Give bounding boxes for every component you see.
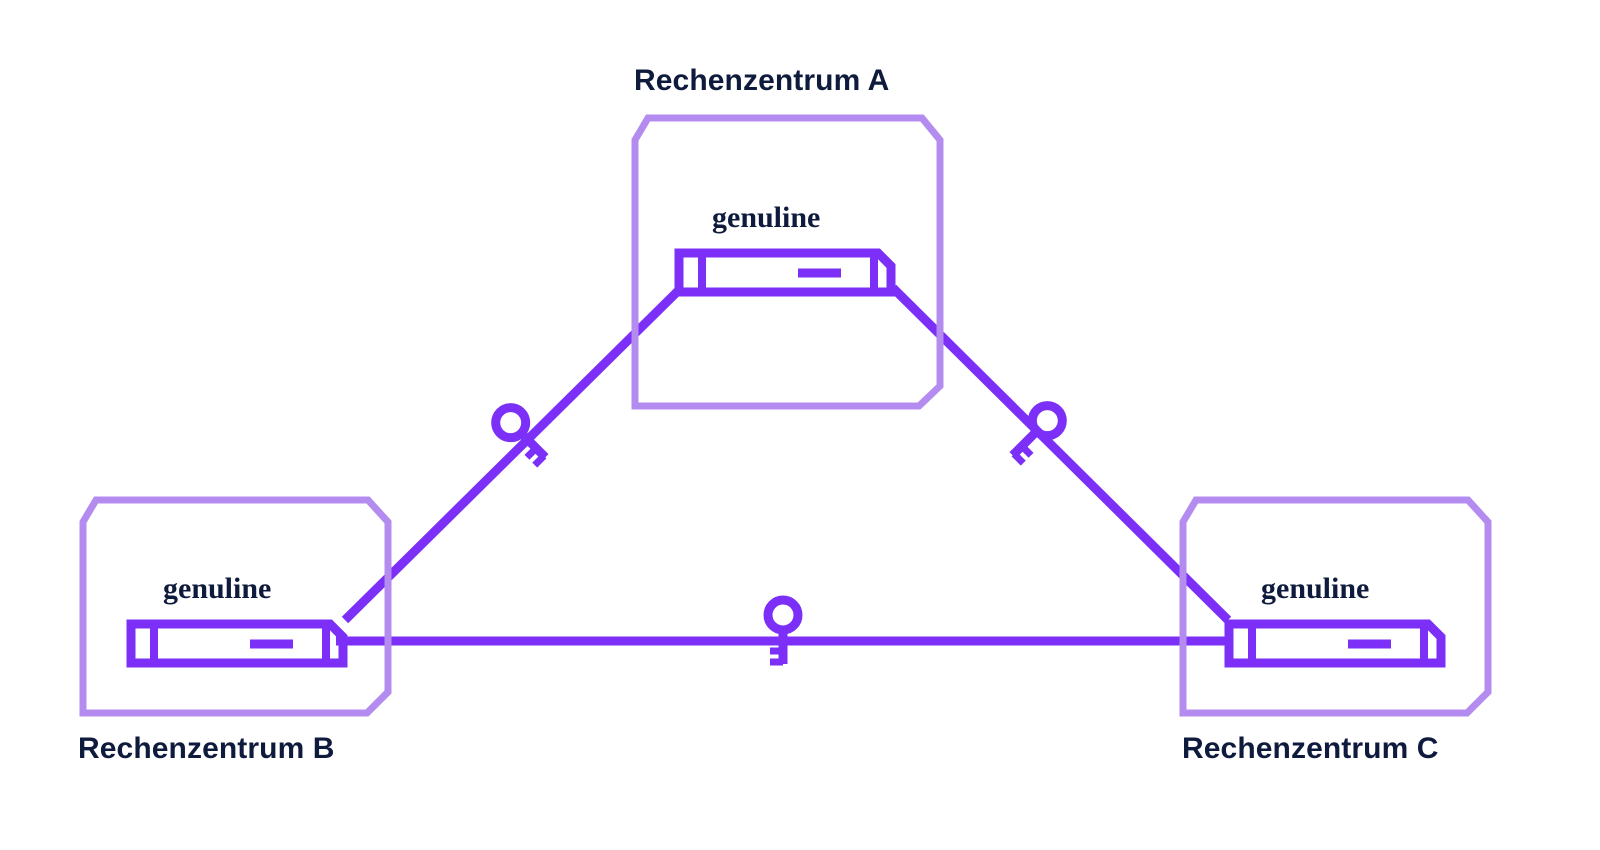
key-shaft-a-b [518, 430, 549, 461]
site-box-c[interactable] [1179, 496, 1492, 717]
key-tooth-1-a-b [524, 445, 539, 460]
appliance-body-c [1224, 619, 1446, 668]
network-appliance-icon-a[interactable] [674, 248, 896, 297]
key-tooth-2-a-b [532, 453, 547, 468]
site-box-b-outline [79, 496, 392, 717]
site-box-a[interactable] [631, 114, 944, 410]
appliance-body-b [126, 619, 348, 668]
key-bow-b-c [763, 595, 803, 635]
key-bow-a-c [1027, 401, 1067, 441]
network-appliance-icon-b[interactable] [126, 619, 348, 668]
link-line-a-b [341, 284, 685, 624]
key-icon-link-b-c[interactable] [763, 595, 803, 666]
site-box-b[interactable] [79, 496, 392, 717]
site-title-a: Rechenzentrum A [634, 64, 890, 97]
key-tooth-1-a-c [1019, 443, 1034, 458]
site-box-a-outline [631, 114, 944, 410]
site-title-c: Rechenzentrum C [1182, 732, 1439, 765]
link-line-a-c [889, 284, 1232, 624]
network-appliance-icon-c[interactable] [1224, 619, 1446, 668]
device-label-c: genuline [1261, 572, 1370, 605]
key-tooth-2-a-c [1011, 451, 1026, 466]
key-icon-link-a-b[interactable] [489, 401, 555, 468]
site-title-b: Rechenzentrum B [78, 732, 335, 765]
key-icon-link-a-c[interactable] [1002, 399, 1068, 466]
device-label-b: genuline [163, 572, 272, 605]
appliance-body-a [674, 248, 896, 297]
device-label-a: genuline [712, 201, 821, 234]
key-shaft-a-c [1009, 428, 1040, 459]
connection-lines [336, 284, 1232, 646]
site-box-c-outline [1179, 496, 1492, 717]
